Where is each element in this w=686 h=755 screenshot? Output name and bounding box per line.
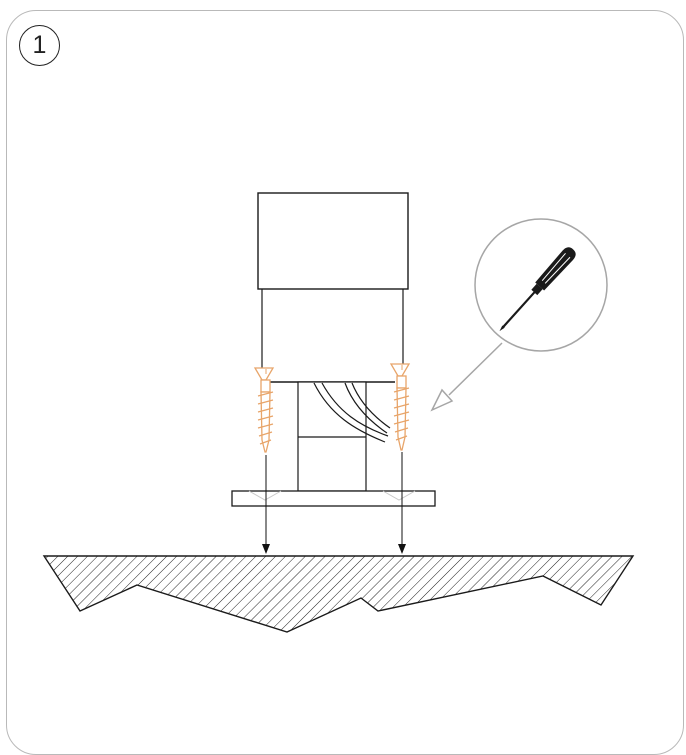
ceiling-surface <box>42 555 635 633</box>
step-number: 1 <box>32 31 47 59</box>
wires <box>313 382 391 443</box>
wood-screw-right-icon <box>389 363 411 451</box>
wood-screw-left-icon <box>253 367 275 453</box>
screwdriver-icon <box>499 247 576 332</box>
mounting-plate <box>231 490 436 507</box>
callout-pointer <box>430 342 503 412</box>
junction-box <box>270 381 395 492</box>
step-number-badge: 1 <box>19 25 60 66</box>
tool-callout <box>474 218 608 352</box>
insertion-arrows <box>262 452 406 554</box>
fixture-housing <box>257 192 409 370</box>
